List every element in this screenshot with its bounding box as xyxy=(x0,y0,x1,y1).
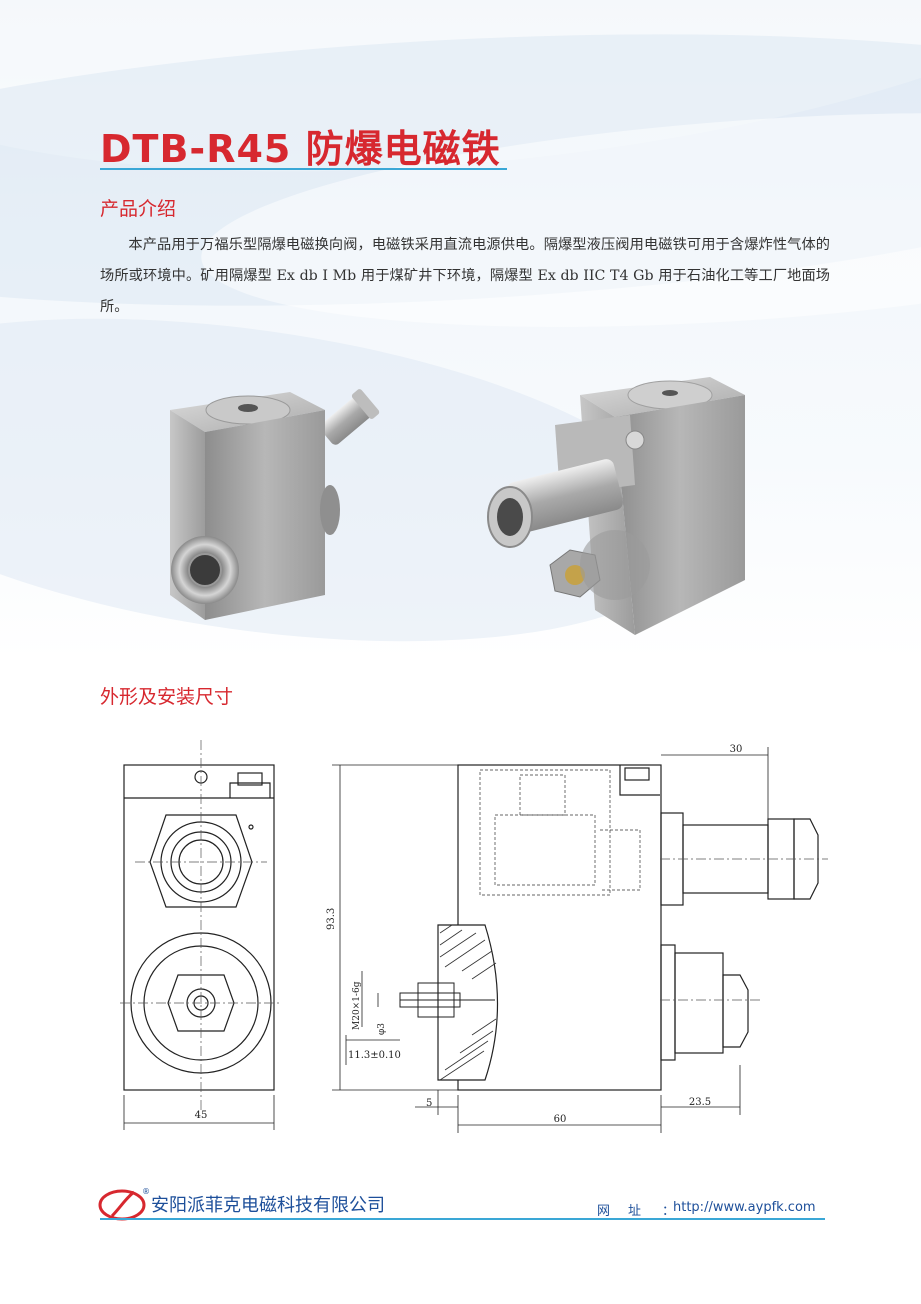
dim-thread: M20×1-6g xyxy=(352,981,362,1030)
title-underline xyxy=(100,168,507,170)
company-logo-icon: ® xyxy=(98,1187,150,1221)
intro-paragraph: 本产品用于万福乐型隔爆电磁换向阀，电磁铁采用直流电源供电。隔爆型液压阀用电磁铁可… xyxy=(100,237,830,315)
dim-pin-len: 11.3±0.10 xyxy=(348,1050,401,1061)
dim-offset: 5 xyxy=(426,1098,432,1109)
dimensions-heading: 外形及安装尺寸 xyxy=(100,686,234,708)
product-photo-front xyxy=(170,389,380,620)
footer-underline xyxy=(100,1218,825,1220)
intro-heading: 产品介绍 xyxy=(100,198,177,220)
dimension-drawing: 45 xyxy=(120,740,828,1133)
dim-connector-len: 30 xyxy=(730,744,743,755)
dim-height: 93.3 xyxy=(326,908,337,930)
page-title: DTB-R45 防爆电磁铁 xyxy=(100,127,501,171)
logo-registered-mark: ® xyxy=(142,1187,150,1196)
dim-body-len: 60 xyxy=(554,1114,567,1125)
dim-pin-dia: φ3 xyxy=(377,1023,387,1035)
website-url[interactable]: http://www.aypfk.com xyxy=(673,1200,816,1215)
product-photo-side xyxy=(487,377,745,635)
header-background xyxy=(0,0,921,660)
company-name: 安阳派菲克电磁科技有限公司 xyxy=(151,1195,385,1216)
website-label: 网址 xyxy=(597,1204,660,1219)
dim-nut-len: 23.5 xyxy=(689,1097,711,1108)
dim-front-width: 45 xyxy=(195,1110,208,1121)
website-colon: ： xyxy=(662,1204,676,1219)
